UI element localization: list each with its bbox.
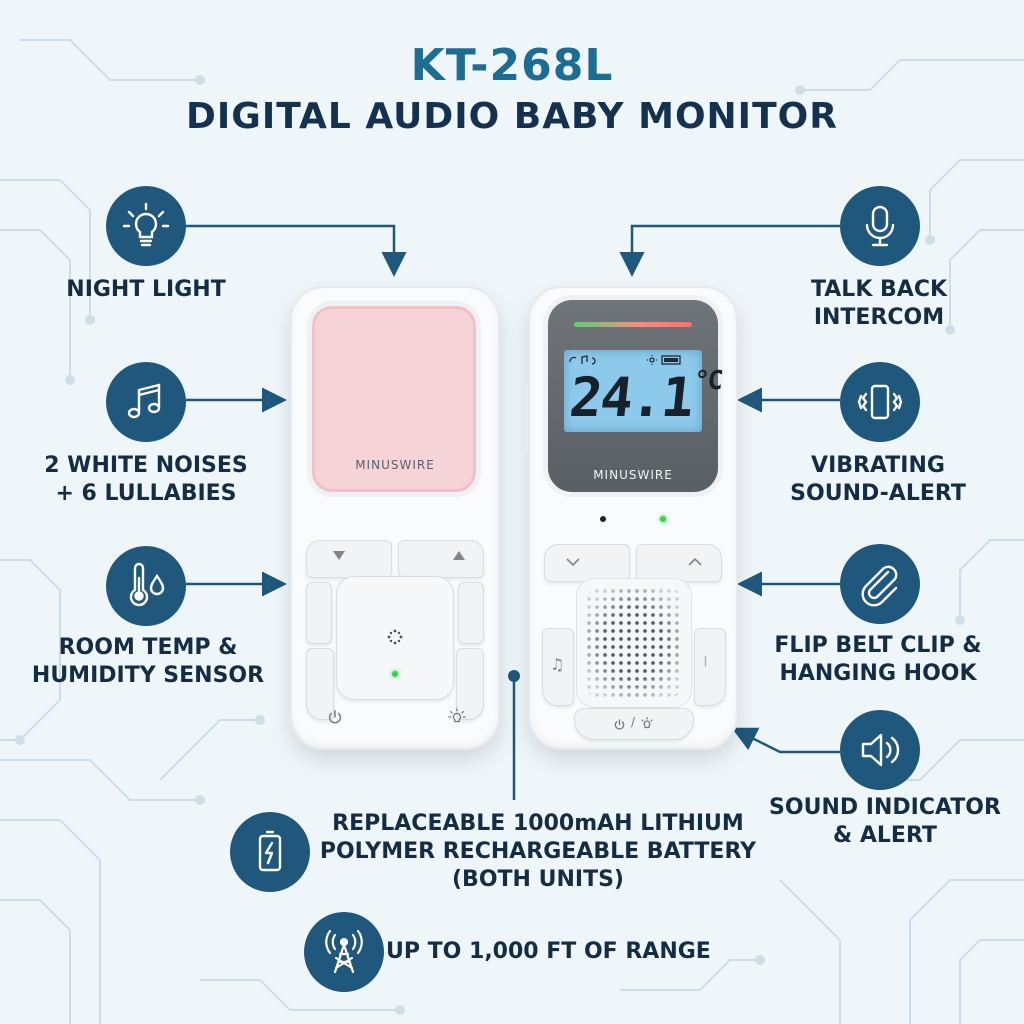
right-side-button[interactable]	[458, 582, 484, 644]
feature-label-vibrating: VIBRATING SOUND-ALERT	[790, 453, 966, 506]
display-bezel: 24.1°C MINUSWIRE	[548, 300, 723, 492]
down-triangle-icon	[333, 551, 345, 560]
power-icon[interactable]	[326, 708, 344, 726]
parent-unit: 24.1°C MINUSWIRE ♫ ⦚	[522, 286, 738, 750]
divider-slash: /	[631, 715, 636, 729]
baby-unit: MINUSWIRE	[290, 286, 500, 750]
indicator-dot-dark	[600, 516, 606, 522]
side-button[interactable]	[522, 384, 530, 454]
speaker-icon	[840, 710, 920, 790]
volume-down-button[interactable]	[306, 540, 392, 578]
feature-label-lullabies: 2 WHITE NOISES + 6 LULLABIES	[44, 453, 248, 506]
nav-down-button[interactable]	[544, 544, 630, 582]
model-title: KT-268L	[410, 40, 614, 91]
status-led	[392, 671, 398, 677]
battery-icon	[230, 812, 310, 892]
center-button[interactable]	[336, 576, 454, 700]
temperature-readout: 24.1°C	[566, 366, 723, 429]
music-note-icon: ♫	[550, 655, 565, 674]
music-note-icon	[106, 362, 186, 442]
up-triangle-icon	[453, 551, 465, 560]
night-light-panel[interactable]	[312, 306, 476, 492]
feature-label-temp-humidity: ROOM TEMP & HUMIDITY SENSOR	[31, 635, 265, 688]
lcd-screen: 24.1°C	[564, 350, 723, 432]
indicator-dot-green	[660, 516, 666, 522]
chevron-up-icon	[688, 557, 702, 566]
speaker-grille	[576, 578, 692, 708]
left-side-button[interactable]	[306, 582, 332, 644]
microphone-icon	[840, 186, 920, 266]
feature-label-night-light: NIGHT LIGHT	[66, 277, 226, 302]
sound-level-bar	[574, 322, 692, 327]
lightbulb-icon	[106, 186, 186, 266]
nav-up-button[interactable]	[636, 544, 722, 582]
paperclip-icon	[840, 544, 920, 624]
feature-label-range: UP TO 1,000 FT OF RANGE	[386, 939, 711, 964]
speaker-holes	[585, 587, 683, 699]
microphone-holes-icon	[387, 629, 403, 645]
feature-label-sound-indicator: SOUND INDICATOR & ALERT	[769, 795, 1001, 848]
thermometer-humidity-icon	[106, 546, 186, 626]
light-icon	[641, 717, 653, 729]
brand-label: MINUSWIRE	[355, 458, 435, 472]
volume-up-button[interactable]	[398, 540, 484, 578]
night-light-toggle-icon[interactable]	[448, 708, 466, 726]
lower-right-button[interactable]	[456, 648, 484, 720]
power-light-button[interactable]: /	[574, 708, 694, 740]
music-button[interactable]: ♫	[542, 628, 574, 706]
antenna-icon	[304, 912, 384, 992]
temperature-unit: °C	[692, 366, 723, 396]
chevron-down-icon	[566, 558, 580, 567]
lcd-status-icons	[569, 355, 681, 365]
feature-label-talk-back: TALK BACK INTERCOM	[810, 277, 948, 330]
brand-label: MINUSWIRE	[593, 468, 673, 482]
feature-label-belt-clip: FLIP BELT CLIP & HANGING HOOK	[774, 633, 982, 686]
vibrating-phone-icon	[840, 362, 920, 442]
lower-left-button[interactable]	[306, 648, 334, 720]
vibrate-icon: ⦚	[704, 655, 707, 671]
power-icon	[614, 719, 625, 730]
product-title: DIGITAL AUDIO BABY MONITOR	[186, 96, 838, 137]
feature-label-battery: REPLACEABLE 1000mAH LITHIUM POLYMER RECH…	[319, 811, 757, 892]
vibrate-button[interactable]: ⦚	[694, 628, 726, 706]
